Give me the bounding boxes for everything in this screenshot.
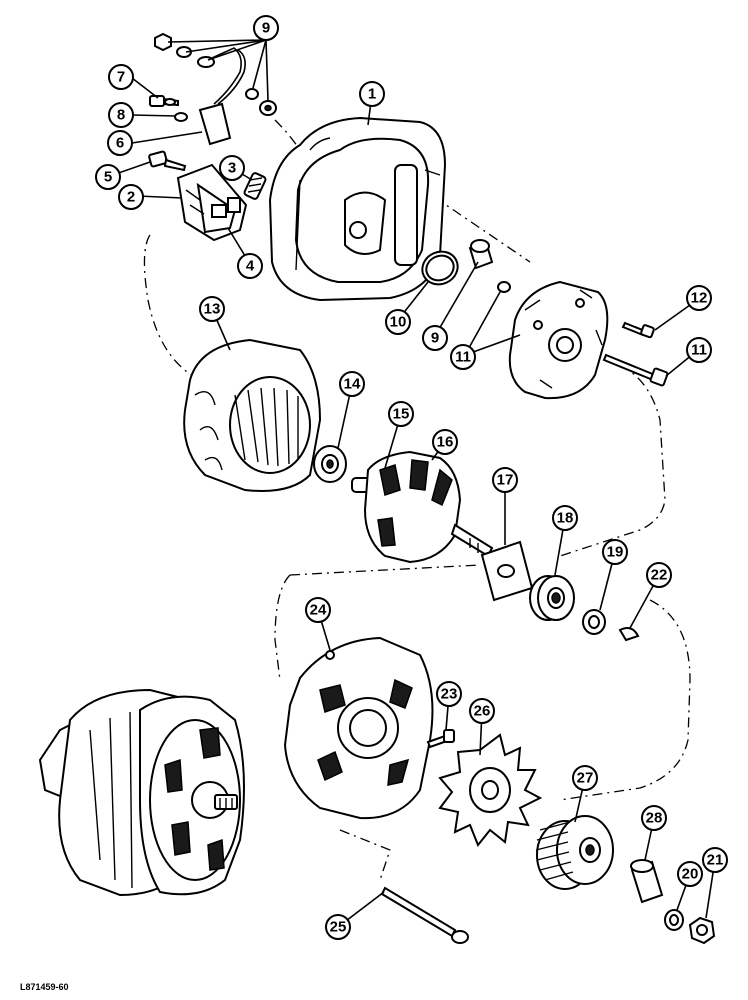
svg-text:16: 16 (437, 434, 454, 451)
callout-27: 27 (572, 765, 598, 791)
part-terminal-wire (197, 47, 246, 146)
svg-text:6: 6 (116, 135, 124, 152)
callout-13: 13 (199, 296, 225, 322)
part-collar (630, 859, 664, 904)
callout-23: 23 (436, 681, 462, 707)
callout-8: 8 (108, 102, 134, 128)
svg-text:26: 26 (474, 703, 491, 720)
part-screw-5 (148, 150, 187, 172)
callout-9-top: 9 (253, 15, 279, 41)
callout-11-plate: 11 (450, 344, 476, 370)
part-pulley-nut (688, 916, 716, 945)
reference-code: L871459-60 (20, 982, 69, 992)
callout-16: 16 (432, 429, 458, 455)
callout-18: 18 (552, 505, 578, 531)
svg-text:23: 23 (441, 686, 458, 703)
svg-text:19: 19 (607, 544, 624, 561)
svg-text:18: 18 (557, 510, 574, 527)
part-housing (268, 116, 447, 302)
svg-text:3: 3 (228, 160, 236, 177)
part-screw-23 (426, 729, 455, 749)
part-rectifier-plate (497, 280, 609, 400)
callout-17: 17 (492, 467, 518, 493)
part-rotor (351, 450, 494, 564)
part-lock-washer (664, 909, 684, 931)
callout-28: 28 (641, 805, 667, 831)
assembled-alternator (38, 688, 245, 897)
svg-text:8: 8 (117, 107, 125, 124)
callout-5: 5 (95, 164, 121, 190)
callout-10: 10 (385, 309, 411, 335)
svg-text:27: 27 (577, 770, 594, 787)
callout-15: 15 (388, 401, 414, 427)
part-screw-7-washer-8 (149, 95, 188, 122)
assembly-boundary-lines (143, 119, 691, 881)
callout-24: 24 (305, 597, 331, 623)
part-brush (243, 172, 267, 200)
callout-25: 25 (325, 914, 351, 940)
part-woodruff-key (618, 627, 640, 642)
callout-3: 3 (219, 155, 245, 181)
part-bolt-11 (602, 353, 669, 387)
callout-9-lower: 9 (422, 325, 448, 351)
svg-text:1: 1 (368, 86, 376, 103)
svg-text:5: 5 (104, 169, 112, 186)
part-front-end-frame (283, 636, 434, 820)
svg-text:24: 24 (310, 602, 327, 619)
part-bearing-18 (529, 575, 575, 621)
svg-text:2: 2 (127, 189, 135, 206)
part-stator (183, 338, 322, 492)
callout-6: 6 (107, 130, 133, 156)
callout-20: 20 (677, 861, 703, 887)
part-pulley (535, 815, 614, 890)
callout-2: 2 (118, 184, 144, 210)
callout-1: 1 (359, 81, 385, 107)
callout-22: 22 (646, 562, 672, 588)
svg-text:20: 20 (682, 866, 699, 883)
part-spacer-19 (582, 609, 606, 635)
svg-text:14: 14 (344, 376, 361, 393)
callout-7: 7 (108, 64, 134, 90)
callout-4: 4 (237, 253, 263, 279)
svg-text:15: 15 (393, 406, 410, 423)
svg-text:17: 17 (497, 472, 514, 489)
svg-text:21: 21 (707, 852, 724, 869)
callout-11-bolt: 11 (686, 337, 712, 363)
callout-21: 21 (702, 847, 728, 873)
callout-26: 26 (469, 698, 495, 724)
part-regulator (176, 163, 248, 242)
svg-text:7: 7 (117, 69, 125, 86)
svg-text:28: 28 (646, 810, 663, 827)
svg-text:11: 11 (691, 342, 707, 359)
part-fan (438, 733, 543, 847)
part-through-bolt (380, 886, 469, 944)
svg-text:9: 9 (431, 330, 439, 347)
svg-text:22: 22 (651, 567, 668, 584)
svg-text:12: 12 (691, 290, 708, 307)
part-o-ring (421, 250, 459, 286)
svg-text:11: 11 (455, 349, 471, 366)
callout-12: 12 (686, 285, 712, 311)
svg-text:4: 4 (246, 258, 255, 275)
svg-text:10: 10 (390, 314, 407, 331)
callout-19: 19 (602, 539, 628, 565)
part-bearing-14 (313, 445, 347, 483)
svg-text:13: 13 (204, 301, 221, 318)
part-screw-12 (621, 321, 655, 339)
callout-14: 14 (339, 371, 365, 397)
svg-text:25: 25 (330, 919, 347, 936)
part-bushing-9 (468, 239, 494, 270)
svg-text:9: 9 (262, 20, 270, 37)
